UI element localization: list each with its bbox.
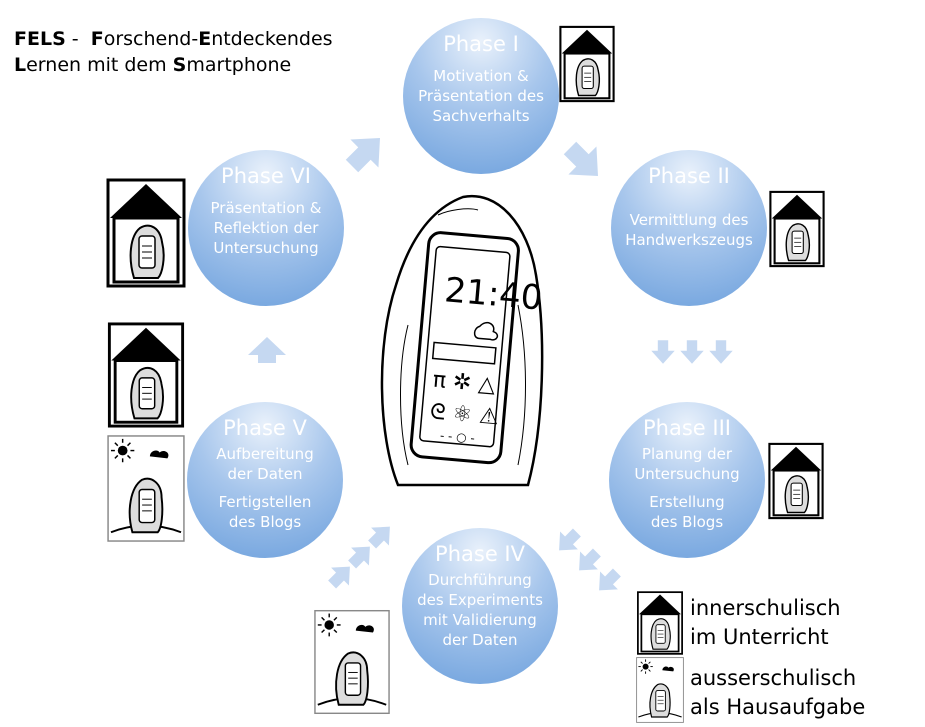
phase-3-circle: Phase III Planung der Untersuchung Erste…	[609, 402, 765, 558]
title-line-2: Lernen mit dem Smartphone	[14, 54, 292, 76]
phase-5-text-2: Fertigstellen des Blogs	[218, 493, 312, 531]
phase-5-text: Aufbereitung der Daten	[216, 445, 314, 483]
svg-text:- - ○ -: - - ○ -	[439, 428, 475, 445]
phase-4-title: Phase IV	[435, 542, 525, 566]
phase-5-title: Phase V	[223, 416, 307, 440]
phase-5-circle: Phase V Aufbereitung der Daten Fertigste…	[187, 402, 343, 558]
phase-6-title: Phase VI	[221, 164, 311, 188]
legend-outdoor-icon	[636, 657, 684, 723]
phase-1-circle: Phase I Motivation & Präsentation des Sa…	[403, 18, 559, 174]
phase-3-text: Planung der Untersuchung	[634, 445, 740, 483]
legend-outdoor-line-1: ausserschulisch	[690, 666, 857, 690]
arrow-5-to-6	[248, 337, 286, 363]
arrow-2-to-3	[651, 340, 733, 364]
indoor-icon	[107, 322, 185, 428]
phase-4-circle: Phase IV Durchführung des Experiments mi…	[402, 528, 558, 684]
outdoor-icon	[107, 435, 185, 542]
title-line-1: FELS - Forschend-Entdeckendes	[14, 28, 333, 50]
arrow-6-to-1	[344, 130, 388, 174]
diagram-title: FELS - Forschend-Entdeckendes Lernen mit…	[14, 26, 333, 78]
phone-clock: 21:40	[443, 270, 544, 318]
indoor-icon	[768, 442, 824, 520]
phase-2-text: Vermittlung des Handwerkszeugs	[625, 211, 753, 249]
phase-2-circle: Phase II Vermittlung des Handwerkszeugs	[611, 150, 767, 306]
center-stone-smartphone: 21:40 π ✲ △ ᘓ ⚛ ⚠ - - ○ -	[380, 194, 544, 487]
legend-indoor-line-1: innerschulisch	[690, 596, 841, 620]
phase-1-text: Motivation & Präsentation des Sachverhal…	[418, 67, 544, 125]
svg-text:ᘓ ⚛ ⚠: ᘓ ⚛ ⚠	[429, 399, 500, 430]
phase-3-title: Phase III	[643, 416, 731, 440]
svg-text:π ✲ △: π ✲ △	[432, 368, 497, 398]
legend-indoor-icon	[636, 591, 684, 655]
indoor-icon	[559, 25, 615, 103]
arrow-4-to-5	[326, 522, 396, 592]
arrow-3-to-4	[553, 525, 623, 595]
phase-3-text-2: Erstellung des Blogs	[649, 493, 725, 531]
outdoor-icon	[314, 609, 390, 715]
indoor-icon	[769, 190, 825, 268]
phase-1-title: Phase I	[443, 32, 519, 56]
phase-6-text: Präsentation & Reflektion der Untersuchu…	[210, 199, 322, 257]
legend-indoor-line-2: im Unterricht	[690, 625, 829, 649]
phase-6-circle: Phase VI Präsentation & Reflektion der U…	[188, 150, 344, 306]
phase-2-title: Phase II	[648, 164, 730, 188]
phase-4-text: Durchführung des Experiments mit Validie…	[417, 571, 543, 649]
legend-outdoor-line-2: als Hausaufgabe	[690, 695, 866, 719]
arrow-1-to-2	[562, 140, 606, 184]
indoor-icon	[106, 178, 186, 288]
